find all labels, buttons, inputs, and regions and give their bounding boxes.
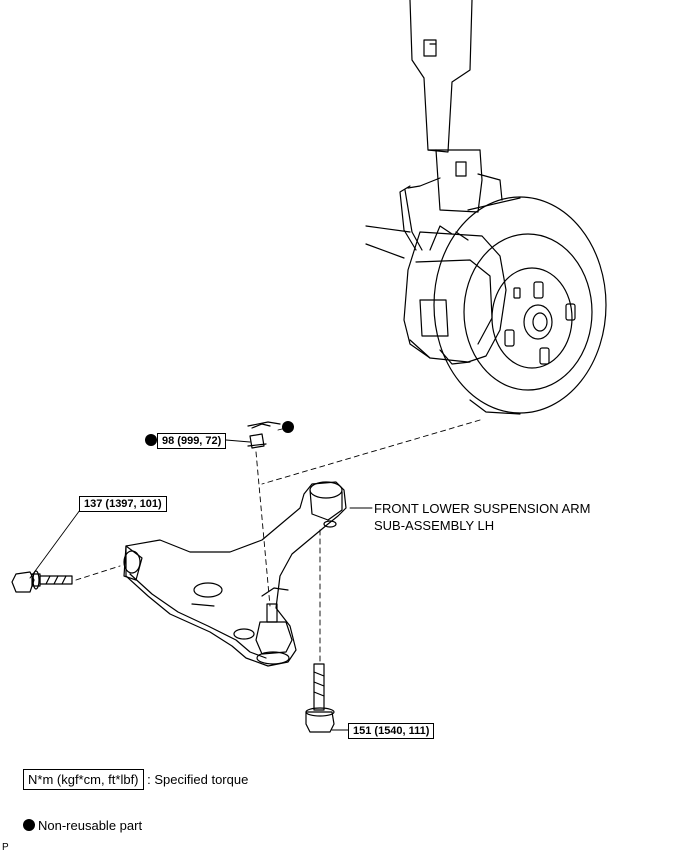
- nonreusable-legend: Non-reusable part: [23, 817, 142, 834]
- front-bolt-torque-box: 137 (1397, 101): [79, 496, 167, 512]
- wheel-studs: [504, 281, 576, 365]
- knuckle-caliper: [365, 225, 507, 365]
- rear-bolt-torque-box: 151 (1540, 111): [348, 723, 435, 739]
- castle-nut: [247, 433, 267, 449]
- nonreusable-cotter-pin-dot: [282, 421, 294, 433]
- lower-arm: [123, 481, 347, 667]
- cotter-pin: [247, 421, 281, 429]
- ball-joint: [255, 603, 293, 665]
- nonreusable-legend-dot: [23, 819, 35, 831]
- arm-label-line2: SUB-ASSEMBLY LH: [374, 518, 495, 533]
- rear-bolt: [305, 663, 335, 733]
- front-bolt: [11, 570, 73, 593]
- torque-legend-text: : Specified torque: [147, 772, 249, 787]
- brake-disc: [433, 196, 607, 415]
- nonreusable-nut-dot: [145, 434, 157, 446]
- torque-legend: N*m (kgf*cm, ft*lbf) : Specified torque: [23, 769, 248, 790]
- nonreusable-legend-text: Non-reusable part: [38, 818, 143, 833]
- corner-mark: P: [2, 842, 9, 853]
- strut-assembly: [399, 0, 503, 251]
- nut-torque-box: 98 (999, 72): [157, 433, 227, 449]
- torque-units-box: N*m (kgf*cm, ft*lbf): [23, 769, 144, 790]
- arm-label-line1: FRONT LOWER SUSPENSION ARM: [374, 501, 591, 516]
